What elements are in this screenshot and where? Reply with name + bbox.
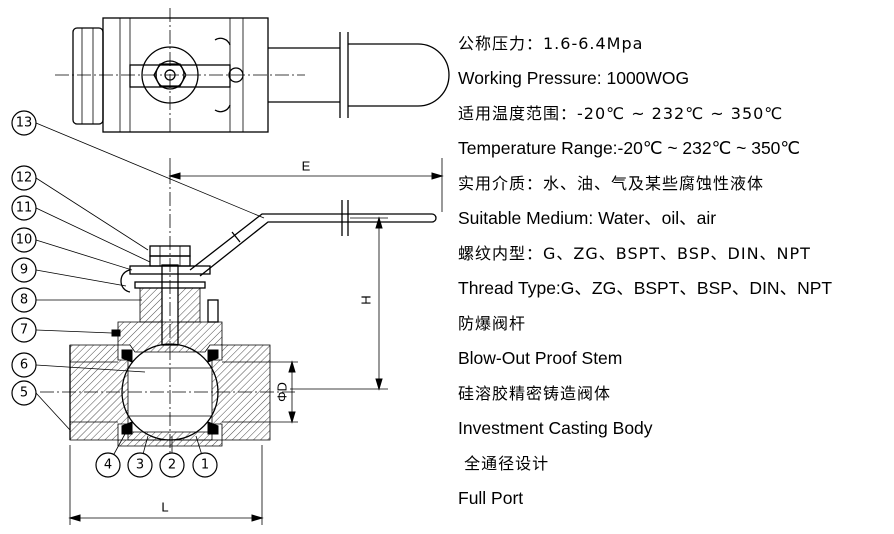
dim-label-H: H [359,295,374,304]
callout-8: 8 [11,287,37,313]
callout-6: 6 [11,352,37,378]
dimension-H: H [290,216,388,391]
callout-4: 4 [95,452,121,478]
dimension-E: E [168,158,444,212]
svg-text:6: 6 [20,358,28,373]
valve-top-view [55,8,450,133]
callout-5: 5 [11,380,37,406]
svg-text:5: 5 [20,386,28,401]
spec-thread-zh: 螺纹内型：G、ZG、BSPT、BSP、DIN、NPT [458,244,811,263]
valve-section-view [40,170,437,455]
valve-technical-drawing: E H ΦD L 13 [11,8,450,525]
svg-text:1: 1 [201,458,209,473]
svg-text:11: 11 [16,201,33,216]
callout-13: 13 [11,110,37,136]
callout-2: 2 [159,452,185,478]
spec-thread-en: Thread Type:G、ZG、BSPT、BSP、DIN、NPT [458,278,833,298]
callout-1: 1 [192,452,218,478]
svg-text:3: 3 [136,458,144,473]
dim-label-L: L [161,500,168,515]
spec-pressure-zh: 公称压力：1.6-6.4Mpa [458,34,644,53]
dimension-L: L [68,445,264,525]
dim-label-E: E [302,159,311,174]
spec-temperature-zh: 适用温度范围：-20℃ ~ 232℃ ~ 350℃ [458,104,784,123]
svg-text:13: 13 [16,116,33,131]
dimension-D: ΦD [270,360,298,424]
spec-medium-en: Suitable Medium: Water、oil、air [458,208,717,228]
callout-3: 3 [127,452,153,478]
callout-10: 10 [11,227,37,253]
spec-medium-zh: 实用介质：水、油、气及某些腐蚀性液体 [458,174,765,193]
callout-12: 12 [11,165,37,191]
spec-port-en: Full Port [458,488,524,508]
svg-text:10: 10 [16,233,33,248]
spec-casting-en: Investment Casting Body [458,418,653,438]
svg-text:7: 7 [20,323,28,338]
callout-9: 9 [11,257,37,283]
svg-text:2: 2 [168,458,176,473]
callout-7: 7 [11,317,37,343]
spec-port-zh: 全通径设计 [458,454,550,473]
callout-11: 11 [11,195,37,221]
svg-text:9: 9 [20,263,28,278]
spec-list: 公称压力：1.6-6.4Mpa Working Pressure: 1000WO… [458,26,890,516]
svg-text:12: 12 [16,171,33,186]
dim-label-D: ΦD [275,382,290,402]
spec-temperature-en: Temperature Range:-20℃ ~ 232℃ ~ 350℃ [458,138,801,158]
spec-pressure-en: Working Pressure: 1000WOG [458,68,690,88]
svg-text:4: 4 [104,458,112,473]
spec-stem-zh: 防爆阀杆 [458,314,527,333]
spec-stem-en: Blow-Out Proof Stem [458,348,623,368]
svg-text:8: 8 [20,293,28,308]
spec-casting-zh: 硅溶胶精密铸造阀体 [458,384,612,403]
